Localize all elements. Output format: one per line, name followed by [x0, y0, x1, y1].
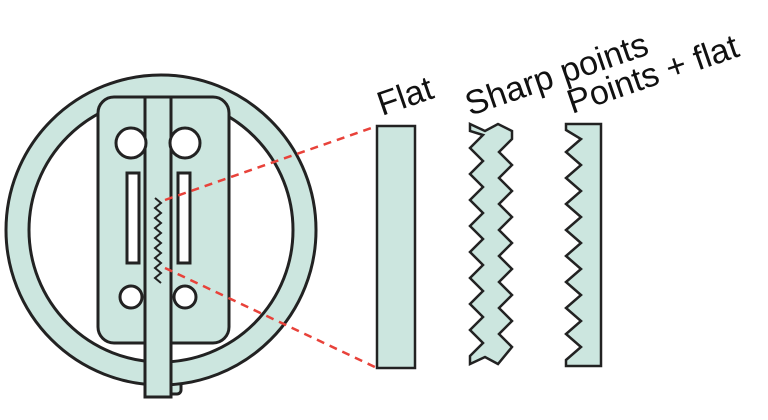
callout-line-bottom — [164, 266, 378, 370]
profile-sharp-points — [468, 122, 514, 366]
callout-line-top — [164, 124, 378, 202]
die-assembly — [4, 73, 318, 399]
slot-right — [176, 171, 192, 265]
label-flat: Flat — [372, 69, 438, 124]
pin-hole-bottom-left — [118, 284, 144, 310]
callout-lines — [164, 124, 378, 370]
profile-flat — [375, 124, 417, 370]
die-center-bar — [143, 95, 173, 399]
pin-hole-bottom-right — [172, 284, 198, 310]
slot-left — [125, 171, 141, 265]
die-zigzag-edge — [153, 197, 163, 284]
pin-hole-top-left — [114, 126, 148, 160]
pin-hole-top-right — [168, 126, 202, 160]
profile-points-flat — [564, 122, 603, 368]
